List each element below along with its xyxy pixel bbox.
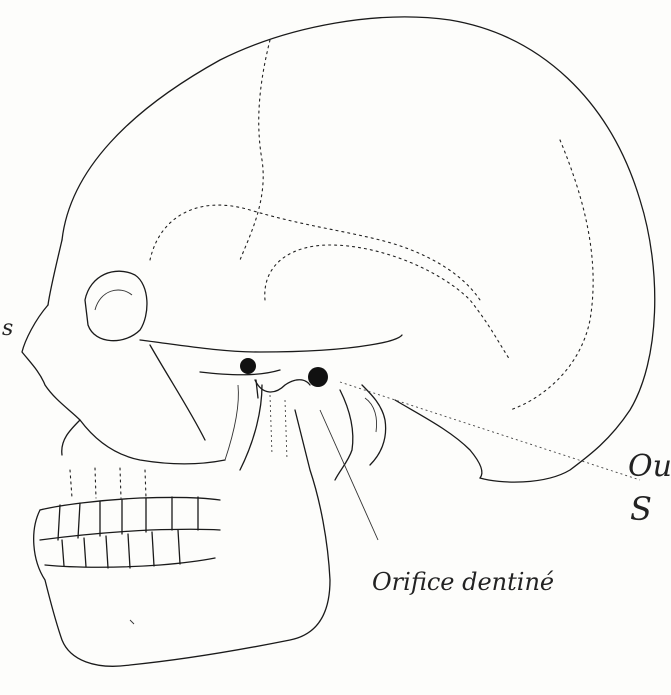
tooth-roots xyxy=(70,468,146,498)
mastoid-inner xyxy=(365,398,377,432)
upper-teeth xyxy=(40,497,220,540)
orbit-outline xyxy=(85,271,147,341)
temporal-line xyxy=(150,205,480,300)
label-left-edge: s xyxy=(2,316,13,341)
label-bottom-caption: Orifice dentiné xyxy=(372,568,554,596)
styloid-process xyxy=(362,385,386,465)
zygomatic-lower xyxy=(200,370,280,375)
nasal-profile xyxy=(22,305,80,455)
label-right-bottom: S xyxy=(630,490,652,528)
mandible-ramus xyxy=(240,385,262,470)
orbit-inner xyxy=(95,290,132,310)
ear-dot-left xyxy=(240,358,256,374)
coronal-suture xyxy=(240,40,270,260)
label-right-top: Ou xyxy=(628,449,671,484)
mandible-ramus-front xyxy=(225,385,238,460)
maxilla-outline xyxy=(80,420,225,464)
cranial-vault-outline xyxy=(62,17,655,482)
zygomatic-arch xyxy=(140,335,402,352)
maxilla-side xyxy=(150,345,205,440)
forehead-line xyxy=(48,240,62,305)
lambdoid-suture xyxy=(510,140,593,410)
ear-dot-right xyxy=(308,367,328,387)
occipital-base xyxy=(395,400,482,478)
condyle-arc xyxy=(255,380,310,392)
pointer-line-bottom xyxy=(320,410,378,540)
squamous-suture xyxy=(265,245,510,360)
chin-mark xyxy=(130,620,134,624)
mastoid-process xyxy=(335,390,353,480)
ramus-dashes xyxy=(270,395,287,460)
